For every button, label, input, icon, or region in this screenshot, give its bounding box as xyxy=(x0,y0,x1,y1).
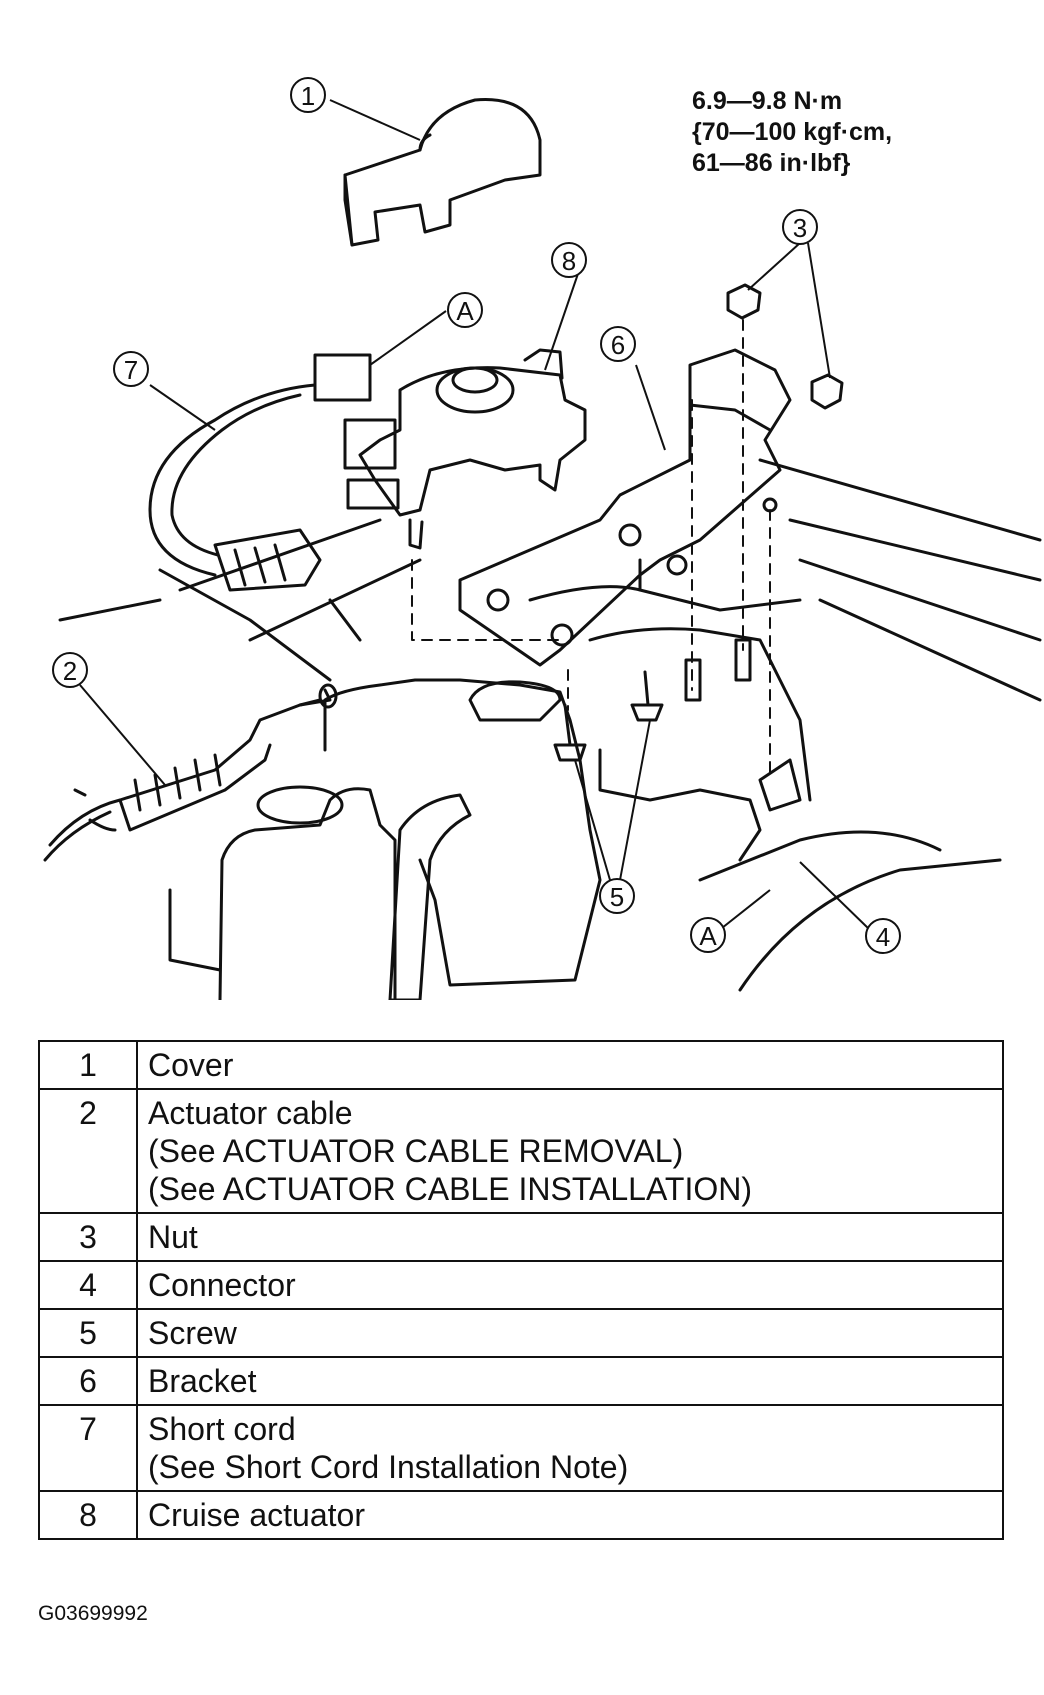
callout-a-top-label: A xyxy=(456,296,474,326)
screw-right xyxy=(630,670,664,722)
part-description: Connector xyxy=(136,1260,1004,1310)
callout-8 xyxy=(551,242,587,278)
callout-6 xyxy=(600,326,636,362)
part-number: 4 xyxy=(38,1260,138,1310)
screw-left xyxy=(553,703,587,762)
reservoir-left xyxy=(218,787,397,1000)
part-number: 8 xyxy=(38,1490,138,1540)
part-description: Screw xyxy=(136,1308,1004,1358)
callout-2-label: 2 xyxy=(63,656,77,686)
bracket-part xyxy=(458,348,792,667)
torque-spec: 6.9—9.8 N·m {70—100 kgf·cm, 61—86 in·lbf… xyxy=(692,86,892,179)
callout-5 xyxy=(599,878,635,914)
callout-4 xyxy=(865,918,901,954)
part-description-line: Screw xyxy=(148,1315,237,1351)
figure-code: G03699992 xyxy=(38,1602,148,1625)
callout-8-label: 8 xyxy=(562,246,576,276)
table-row: 2 Actuator cable (See ACTUATOR CABLE REM… xyxy=(38,1088,1004,1214)
part-number: 5 xyxy=(38,1308,138,1358)
part-number: 7 xyxy=(38,1404,138,1492)
torque-spec-line: {70—100 kgf·cm, xyxy=(692,118,893,146)
table-row: 6 Bracket xyxy=(38,1356,1004,1406)
callout-a-bottom-label: A xyxy=(699,921,717,951)
table-row: 3 Nut xyxy=(38,1212,1004,1262)
torque-spec-line: 6.9—9.8 N·m xyxy=(692,87,843,115)
part-description-line: (See ACTUATOR CABLE INSTALLATION) xyxy=(148,1171,752,1207)
actuator-cable-part xyxy=(48,688,332,847)
table-row: 4 Connector xyxy=(38,1260,1004,1310)
callout-5-label: 5 xyxy=(610,882,624,912)
callout-7 xyxy=(113,351,149,387)
part-number: 3 xyxy=(38,1212,138,1262)
callout-3-label: 3 xyxy=(793,213,807,243)
part-description: Nut xyxy=(136,1212,1004,1262)
part-description-line: Nut xyxy=(148,1219,198,1255)
table-row: 7 Short cord (See Short Cord Installatio… xyxy=(38,1404,1004,1492)
part-description-line: (See Short Cord Installation Note) xyxy=(148,1449,629,1485)
callout-1 xyxy=(290,77,326,113)
torque-spec-line: 61—86 in·lbf} xyxy=(692,149,851,177)
part-description-line: Bracket xyxy=(148,1363,257,1399)
cover-part xyxy=(343,98,542,247)
part-description-line: Cruise actuator xyxy=(148,1497,365,1533)
part-number: 2 xyxy=(38,1088,138,1214)
callout-4-label: 4 xyxy=(876,922,890,952)
part-description: Cover xyxy=(136,1040,1004,1090)
part-description-line: (See ACTUATOR CABLE REMOVAL) xyxy=(148,1133,684,1169)
part-number: 1 xyxy=(38,1040,138,1090)
short-cord-connector xyxy=(213,528,322,592)
nut-left xyxy=(726,283,762,320)
callout-a-bottom xyxy=(690,917,726,953)
reservoir-tank xyxy=(323,678,602,987)
table-row: 1 Cover xyxy=(38,1040,1004,1090)
cruise-actuator-part xyxy=(358,366,587,517)
part-description-line: Short cord xyxy=(148,1411,296,1447)
part-description: Bracket xyxy=(136,1356,1004,1406)
table-row: 5 Screw xyxy=(38,1308,1004,1358)
exploded-view-diagram: 1 2 3 4 5 6 7 8 A A xyxy=(43,77,1042,1000)
table-row: 8 Cruise actuator xyxy=(38,1490,1004,1540)
callout-a-top xyxy=(447,292,483,328)
short-cord-part xyxy=(148,383,317,577)
part-description-line: Actuator cable xyxy=(148,1095,353,1131)
callout-7-label: 7 xyxy=(124,355,138,385)
parts-legend-table: 1 Cover 2 Actuator cable (See ACTUATOR C… xyxy=(38,1040,1004,1540)
short-cord-plug xyxy=(313,353,372,402)
part-description: Short cord (See Short Cord Installation … xyxy=(136,1404,1004,1492)
part-description: Actuator cable (See ACTUATOR CABLE REMOV… xyxy=(136,1088,1004,1214)
part-description-line: Connector xyxy=(148,1267,296,1303)
part-description-line: Cover xyxy=(148,1047,234,1083)
callout-1-label: 1 xyxy=(301,81,315,111)
part-number: 6 xyxy=(38,1356,138,1406)
nut-right xyxy=(810,373,844,410)
callout-2 xyxy=(52,652,88,688)
callout-6-label: 6 xyxy=(611,330,625,360)
callout-3 xyxy=(782,209,818,245)
part-description: Cruise actuator xyxy=(136,1490,1004,1540)
